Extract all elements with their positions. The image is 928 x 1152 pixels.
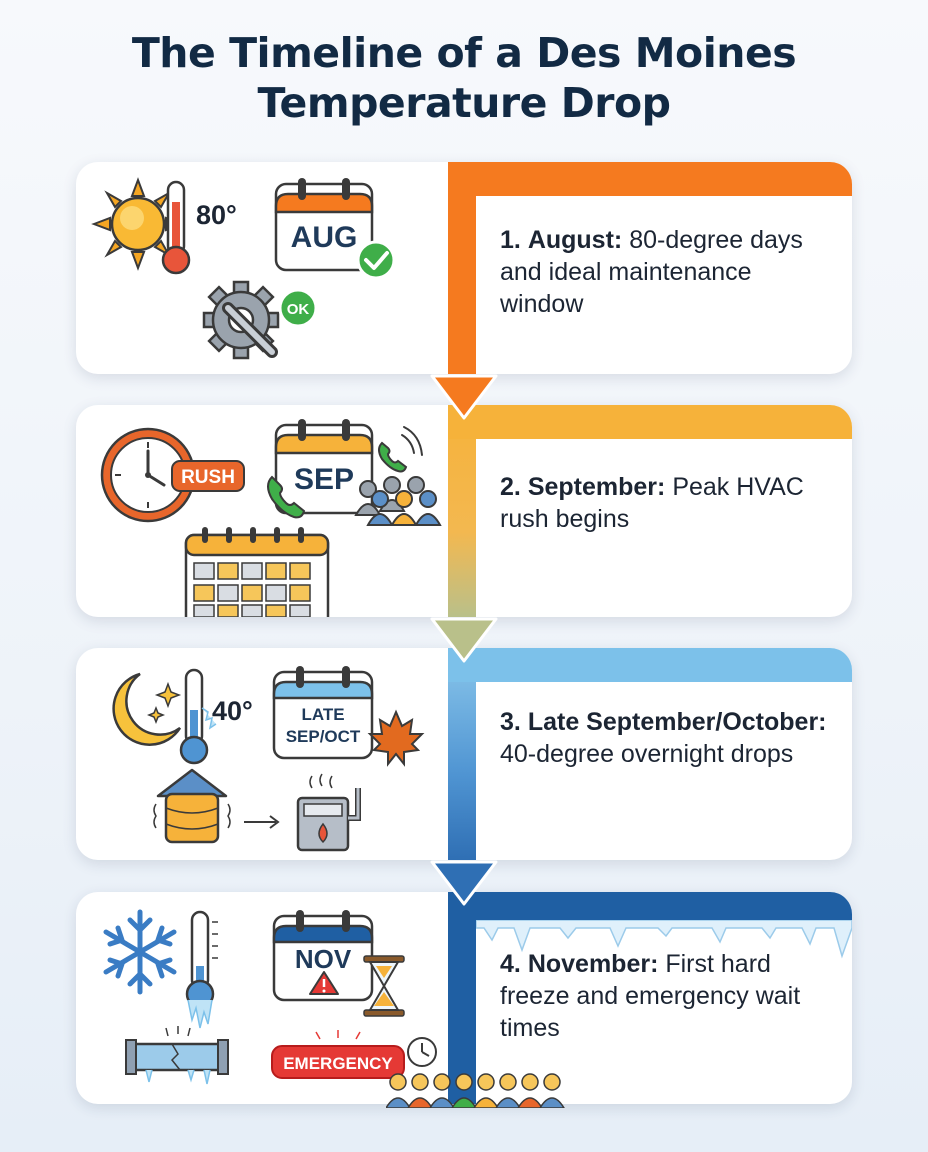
calendar-icon <box>272 910 374 1002</box>
arrow-right-icon <box>244 815 280 829</box>
step-text: 4. November: First hard freeze and emerg… <box>500 948 840 1044</box>
maple-leaf-icon <box>367 709 425 767</box>
card-illustration: NOV <box>76 892 448 1104</box>
title-line-1: The Timeline of a Des Moines <box>131 29 797 77</box>
timeline-card-november: NOV <box>76 892 852 1104</box>
emergency-badge-label: EMERGENCY <box>283 1054 393 1073</box>
timeline-card-august: 80° AUG <box>76 162 852 374</box>
clock-icon <box>100 427 196 523</box>
timeline-divider <box>448 892 476 1104</box>
step-description: First hard freeze and emergency wait tim… <box>500 950 801 1042</box>
schedule-calendar-icon <box>184 527 330 617</box>
step-text: 2. September: Peak HVAC rush begins <box>500 471 840 535</box>
timeline-arrow-1 <box>430 374 498 420</box>
timeline-divider <box>448 405 476 617</box>
timeline-divider <box>448 162 476 374</box>
thermometer-hot-icon <box>161 180 191 275</box>
timeline-arrow-2 <box>430 617 498 663</box>
timeline-divider <box>448 648 476 860</box>
thermometer-cold-icon <box>179 668 217 765</box>
check-icon <box>356 240 396 280</box>
gear-wrench-icon <box>202 280 280 360</box>
moon-icon <box>112 672 182 746</box>
step-number: 3. <box>500 708 521 736</box>
timeline-arrow-3 <box>430 860 498 906</box>
frozen-pipe-icon <box>125 1026 229 1085</box>
card-illustration: 40° LATE SEP/OCT <box>76 648 448 860</box>
step-number: 4. <box>500 950 521 978</box>
step-month: September: <box>527 473 666 501</box>
calendar-icon <box>274 419 374 515</box>
temp-40-label: 40° <box>212 696 253 726</box>
calendar-nov-label: NOV <box>295 944 352 974</box>
thermometer-freezing-icon <box>185 910 218 1029</box>
card-accent-band <box>448 648 852 682</box>
calendar-sep-label: SEP <box>294 463 354 496</box>
phone-ringing-icon <box>378 426 423 473</box>
calendar-icon <box>274 178 374 272</box>
calendar-aug-label: AUG <box>291 221 358 254</box>
step-number: 2. <box>500 473 521 501</box>
card-accent-band <box>448 405 852 439</box>
rush-badge-icon <box>171 460 245 492</box>
card-illustration: RUSH SEP <box>76 405 448 617</box>
timeline-card-september: RUSH SEP <box>76 405 852 617</box>
calendar-icon <box>272 666 374 760</box>
phone-icon <box>267 475 306 519</box>
crowd-icon <box>354 476 442 526</box>
card-illustration: 80° AUG <box>76 162 448 374</box>
step-description: 40-degree overnight drops <box>500 740 794 768</box>
step-month: November: <box>527 950 659 978</box>
calendar-late-label: LATE <box>301 705 344 724</box>
title-line-2: Temperature Drop <box>257 79 671 127</box>
step-text: 3. Late September/October: 40-degree ove… <box>500 706 840 770</box>
furnace-icon <box>296 773 361 852</box>
temp-80-label: 80° <box>196 200 237 230</box>
page-title: The Timeline of a Des Moines Temperature… <box>0 28 928 128</box>
step-description: 80-degree days and ideal maintenance win… <box>500 226 803 318</box>
step-text: 1. August: 80-degree days and ideal main… <box>500 224 840 320</box>
step-month: August: <box>527 226 623 254</box>
waiting-crowd-icon <box>386 1073 565 1108</box>
step-month: Late September/October: <box>527 708 827 736</box>
step-description: Peak HVAC rush begins <box>500 473 804 533</box>
house-insulated-icon <box>153 768 231 844</box>
ok-badge-label: OK <box>287 301 310 318</box>
icicles-decoration <box>476 920 852 959</box>
emergency-badge-icon <box>271 1030 437 1079</box>
timeline-card-late-september-october: 40° LATE SEP/OCT <box>76 648 852 860</box>
warning-icon <box>309 971 339 995</box>
hourglass-icon <box>363 955 405 1017</box>
calendar-sep-oct-label: SEP/OCT <box>286 727 361 746</box>
step-number: 1. <box>500 226 521 254</box>
card-accent-band <box>448 162 852 196</box>
star-icon <box>146 681 182 725</box>
snowflake-icon <box>103 909 177 995</box>
ok-badge-icon <box>278 288 318 328</box>
rush-badge-label: RUSH <box>181 467 235 488</box>
